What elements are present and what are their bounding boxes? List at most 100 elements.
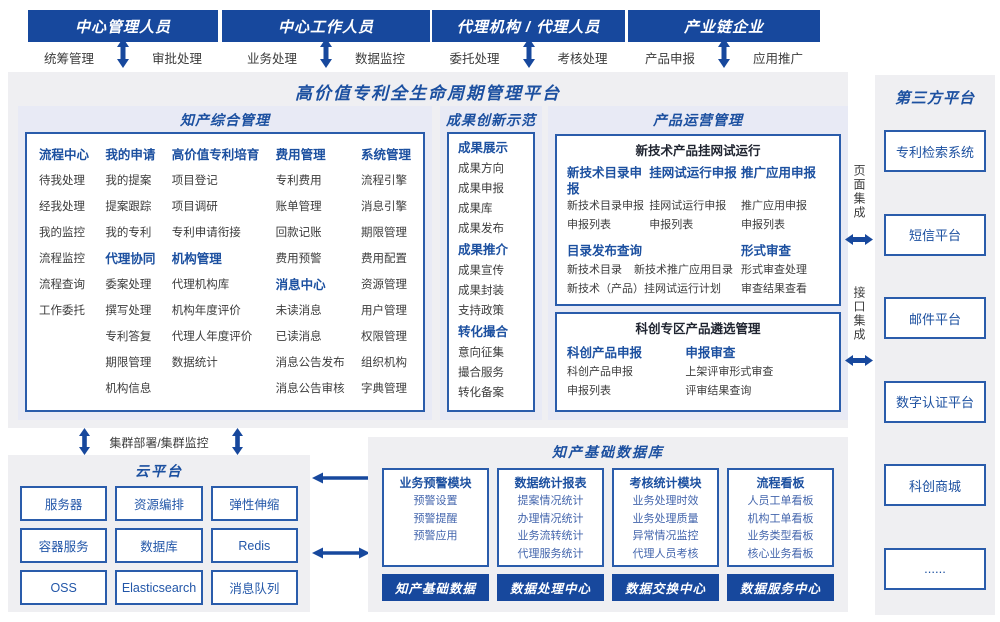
menu-item: 预警提醒 (413, 512, 458, 525)
group-header: 机构管理 (171, 252, 222, 266)
menu-item: 权限管理 (360, 331, 407, 343)
module-process-kanban: 流程看板 人员工单看板 机构工单看板 业务类型看板 核心业务看板 (727, 468, 834, 567)
menu-item: 字典管理 (360, 383, 407, 395)
menu-item: 撰写处理 (105, 305, 152, 317)
menu-item: 支持政策 (458, 305, 504, 317)
group-header: 消息中心 (275, 278, 326, 292)
menu-item: 申报列表 (567, 385, 611, 397)
group-header: 成果展示 (458, 141, 509, 155)
menu-item: 申报列表 (567, 219, 611, 231)
menu-item: 提案跟踪 (105, 201, 152, 213)
menu-item: 预警应用 (413, 530, 458, 542)
menu-item: 我的提案 (105, 175, 152, 187)
role-function-label: 数据监控 (355, 51, 406, 66)
platform-title: 高价值专利全生命周期管理平台 (295, 84, 561, 103)
third-party-panel: 第三方平台 专利检索系统 短信平台 邮件平台 数字认证平台 科创商城 .....… (875, 75, 995, 615)
data-center-badge: 数据处理中心 (497, 574, 604, 601)
menu-item: 我的专利 (105, 227, 152, 239)
menu-item: 挂网试运行申报 (649, 200, 727, 212)
double-arrow-vertical-icon (231, 428, 244, 455)
menu-item: 用户管理 (360, 305, 407, 317)
group-header: 申报审查 (685, 346, 736, 360)
section-body: 成果展示 成果方向 成果申报 成果库 成果发布 成果推介 成果宣传 成果封装 支… (447, 132, 535, 412)
module-header: 数据统计报表 (514, 476, 587, 490)
menu-item: 数据统计 (171, 357, 218, 369)
cloud-item: Redis (210, 528, 298, 563)
third-party-item: 邮件平台 (884, 297, 986, 340)
ipm-column-fee-management: 费用管理 专利费用 账单管理 回款记账 费用预警 消息中心 未读消息 已读消息 … (276, 142, 345, 402)
menu-item: 资源管理 (360, 279, 407, 291)
role-function-label: 考核处理 (557, 51, 608, 66)
menu-item: 工作委托 (39, 305, 85, 317)
section-title: 知产综合管理 (180, 112, 270, 128)
menu-item: 业务处理质量 (632, 512, 699, 525)
role-function-label: 应用推广 (753, 51, 804, 66)
double-arrow-vertical-icon (116, 38, 130, 68)
menu-item: 预警设置 (413, 495, 458, 507)
menu-item: 成果发布 (458, 223, 504, 235)
product-group: 科创产品申报 科创产品申报 申报列表 (567, 343, 685, 401)
menu-item: 上架评审形式审查 (685, 366, 774, 378)
group-header: 成果推介 (458, 243, 509, 257)
group-header: 系统管理 (360, 148, 411, 162)
menu-item: 项目调研 (171, 201, 218, 213)
group-header: 科创产品申报 (567, 346, 643, 360)
third-party-item: 短信平台 (884, 213, 986, 256)
menu-item: 核心业务看板 (747, 547, 814, 560)
menu-item: 项目登记 (171, 175, 218, 187)
menu-item: 待我处理 (39, 175, 85, 187)
menu-item: 机构工单看板 (747, 512, 814, 525)
role-function-label: 统筹管理 (43, 51, 94, 66)
menu-item: 未读消息 (275, 305, 322, 317)
double-arrow-horizontal-icon (312, 547, 370, 559)
menu-item: 消息公告发布 (275, 357, 345, 369)
module-header: 业务预警模块 (399, 476, 472, 490)
menu-item: 专利费用 (275, 175, 322, 187)
cloud-item: 数据库 (115, 528, 203, 563)
product-group: 推广应用申报 推广应用申报 申报列表 (741, 165, 829, 235)
menu-item: 人员工单看板 (747, 495, 814, 507)
menu-item: 费用配置 (360, 253, 407, 265)
menu-item: 委案处理 (105, 279, 152, 291)
third-party-item: 数字认证平台 (884, 380, 986, 423)
menu-item: 账单管理 (275, 201, 322, 213)
menu-item: 撮合服务 (458, 367, 504, 379)
menu-item: 新技术目录申报 (567, 200, 644, 212)
menu-item: 期限管理 (360, 227, 407, 239)
menu-item: 成果库 (458, 203, 493, 215)
panel-title: 第三方平台 (894, 90, 975, 107)
product-group: 形式审查 形式审查处理 审查结果查看 (741, 241, 829, 299)
subbox-title: 新技术产品挂网试运行 (635, 144, 761, 158)
ip-database-panel: 知产基础数据库 业务预警模块 预警设置 预警提醒 预警应用 数据统计报表 提案情… (368, 437, 848, 612)
role-block-center-staff: 中心工作人员 业务处理 数据监控 (222, 10, 430, 72)
section-body: 流程中心 待我处理 经我处理 我的监控 流程监控 流程查询 工作委托 我的申请 … (25, 132, 425, 412)
role-title: 代理机构 / 代理人员 (432, 10, 625, 42)
group-header: 我的申请 (105, 148, 156, 162)
group-header: 挂网试运行申报 (649, 166, 737, 180)
module-assessment-statistics: 考核统计模块 业务处理时效 业务处理质量 异常情况监控 代理人员考核 (612, 468, 719, 567)
section-achievement-innovation: 成果创新示范 成果展示 成果方向 成果申报 成果库 成果发布 成果推介 成果宣传… (440, 106, 542, 420)
subbox-sci-innovation-selection: 科创专区产品遴选管理 科创产品申报 科创产品申报 申报列表 申报审查 上架评审形… (555, 312, 841, 412)
menu-item: 专利答复 (105, 331, 152, 343)
group-header: 形式审查 (741, 244, 792, 258)
page-integration-label: 页面集成 (852, 164, 866, 220)
double-arrow-vertical-icon (319, 38, 333, 68)
menu-item: 流程监控 (39, 253, 85, 265)
double-arrow-vertical-icon (717, 38, 731, 68)
menu-item: 我的监控 (39, 227, 85, 239)
module-header: 考核统计模块 (629, 476, 702, 490)
menu-item: 转化备案 (458, 387, 504, 399)
cloud-item: Elasticsearch (115, 570, 203, 605)
subbox-title: 科创专区产品遴选管理 (635, 322, 761, 336)
role-block-industry-chain: 产业链企业 产品申报 应用推广 (628, 10, 820, 72)
group-header: 转化撮合 (458, 325, 509, 339)
product-group: 目录发布查询 新技术目录 新技术推广应用目录 新技术（产品）挂网试运行计划 (567, 241, 741, 299)
third-party-item: ...... (884, 547, 986, 590)
platform-container: 高价值专利全生命周期管理平台 知产综合管理 流程中心 待我处理 经我处理 我的监… (8, 72, 848, 428)
module-statistics-report: 数据统计报表 提案情况统计 办理情况统计 业务流转统计 代理服务统计 (497, 468, 604, 567)
menu-item: 新技术推广应用目录 (634, 264, 733, 276)
menu-item: 组织机构 (360, 357, 407, 369)
menu-item: 审查结果查看 (741, 283, 808, 295)
cloud-item: 服务器 (20, 486, 108, 521)
menu-item: 新技术（产品）挂网试运行计划 (567, 283, 721, 295)
